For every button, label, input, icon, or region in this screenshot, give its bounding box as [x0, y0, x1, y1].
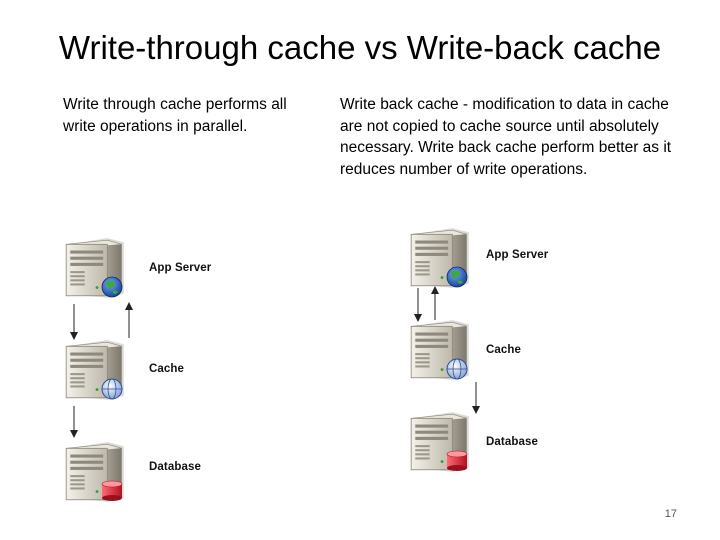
database-icon	[101, 480, 123, 501]
app-server-icon	[65, 237, 125, 299]
cache-server-icon	[65, 339, 125, 401]
double-arrow-icon	[70, 302, 133, 340]
database-icon	[446, 450, 468, 471]
write-back-description: Write back cache - modification to data …	[340, 96, 672, 178]
database-server-icon	[410, 411, 470, 473]
double-arrow-icon	[414, 286, 439, 322]
database-label: Database	[486, 436, 538, 448]
database-label: Database	[149, 461, 201, 473]
slide-title: Write-through cache vs Write-back cache	[58, 29, 662, 66]
cache-label: Cache	[149, 363, 185, 375]
app-server-label: App Server	[149, 262, 212, 274]
down-arrow-icon	[70, 406, 78, 438]
app-server-icon	[410, 227, 470, 289]
database-server-icon	[65, 441, 125, 503]
page-number: 17	[664, 508, 677, 520]
app-server-label: App Server	[486, 249, 549, 261]
write-through-description: Write through cache performs all write o…	[63, 96, 287, 135]
down-arrow-icon	[472, 382, 480, 414]
cache-label: Cache	[486, 344, 522, 356]
cache-server-icon	[410, 319, 470, 381]
